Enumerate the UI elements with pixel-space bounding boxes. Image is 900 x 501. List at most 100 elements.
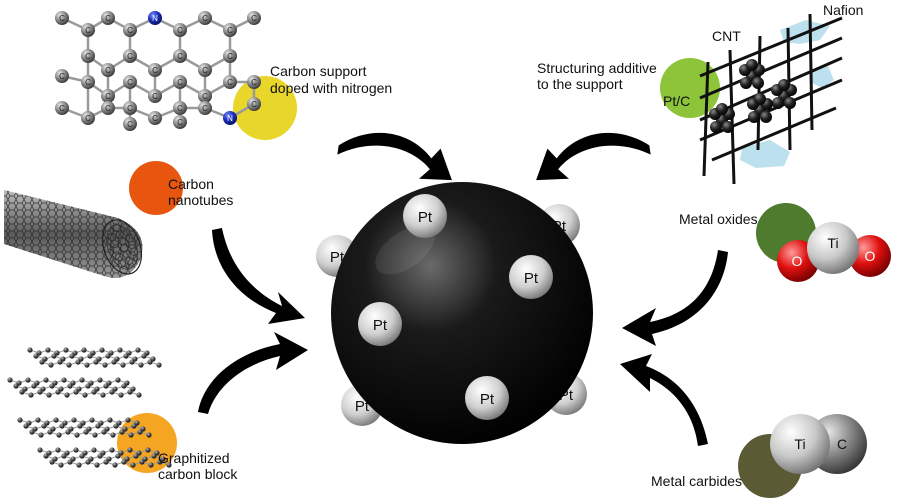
graphite-atom (56, 432, 62, 438)
graphite-atom (111, 359, 117, 365)
graphite-atom (129, 359, 135, 365)
graphite-atom (115, 453, 121, 459)
graphitized-carbon: Graphitized carbon block (7, 347, 238, 482)
ptc-particle (748, 111, 760, 123)
structuring-additive: Structuring additive to the support CNT … (537, 2, 863, 185)
carbon-atom-label: C (85, 78, 91, 87)
ptc-tag-label: Pt/C (663, 93, 690, 109)
highlight-spot (233, 76, 297, 140)
arrow-top-right (530, 126, 653, 184)
carbon-atom-label: C (85, 114, 91, 123)
graphite-atom (102, 362, 108, 368)
graphite-atom (23, 423, 29, 429)
graphite-atom (35, 417, 41, 423)
graphite-atom (87, 353, 93, 359)
graphite-atom (71, 417, 77, 423)
carbon-atom-label: C (227, 26, 233, 35)
graphite-atom (28, 392, 34, 398)
graphite-atom (156, 362, 162, 368)
graphite-atom (100, 392, 106, 398)
graphite-atom (118, 392, 124, 398)
cnt-label-line2: nanotubes (168, 192, 233, 208)
graphite-atom (148, 462, 154, 468)
graphite-atom (76, 462, 82, 468)
carbon-atom-label: C (105, 92, 111, 101)
graphite-atom (67, 459, 73, 465)
graphite-atom (113, 423, 119, 429)
carbon-atom-label: C (202, 66, 208, 75)
ptc-particle (772, 97, 784, 109)
carbon-atom (223, 49, 237, 63)
graphite-atom (151, 453, 157, 459)
graphite-atom (109, 389, 115, 395)
graphite-atom (29, 429, 35, 435)
graphite-atom (27, 347, 33, 353)
ptc-particle (722, 121, 734, 133)
carbon-atom (173, 101, 187, 115)
graphite-atom (121, 383, 127, 389)
titanium-label: Ti (794, 436, 805, 452)
nafion-shape (740, 140, 790, 168)
carbon-atom (247, 75, 261, 89)
carbon-atom-label: C (251, 14, 257, 23)
graphite-atom (91, 389, 97, 395)
graphite-atom (43, 377, 49, 383)
graphite-atom (49, 459, 55, 465)
metal-carbides: Ti C Metal carbides (651, 414, 867, 498)
carbon-atom (198, 89, 212, 103)
ptc-particle (752, 77, 764, 89)
carbon-atom (101, 89, 115, 103)
graphite-atom (81, 347, 87, 353)
ptc-particle (778, 79, 790, 91)
highlight-spot (129, 161, 183, 215)
arrow-top-left (335, 126, 458, 184)
graphite-atom (109, 447, 115, 453)
carbon-atom-label: C (227, 52, 233, 61)
carbon-atom-label: C (105, 104, 111, 113)
graphite-atom (128, 432, 134, 438)
graphite-atom (61, 453, 67, 459)
carbon-atom-label: C (59, 104, 65, 113)
graphite-atom (51, 353, 57, 359)
graphite-atom (130, 462, 136, 468)
cnt-label-line1: Carbon (168, 176, 214, 192)
graphite-atom (33, 353, 39, 359)
carbon-atom-label: C (177, 118, 183, 127)
graphite-atom (43, 453, 49, 459)
carbon-atom (123, 101, 137, 115)
carbon-atom (55, 101, 69, 115)
nafion-tag-label: Nafion (823, 2, 863, 18)
pt-nanoparticle: Pt (358, 302, 402, 346)
graphite-atom (49, 383, 55, 389)
graphite-atom (99, 347, 105, 353)
graphite-atom (83, 429, 89, 435)
graphite-atom (119, 429, 125, 435)
graphite-atom (66, 362, 72, 368)
carbon-atom-label: C (227, 78, 233, 87)
carbon-atom (81, 111, 95, 125)
graphite-atom (136, 392, 142, 398)
oxygen-label: O (792, 253, 803, 269)
svg-text:Pt: Pt (418, 209, 433, 226)
graphite-atom (55, 389, 61, 395)
graphite-atom (41, 423, 47, 429)
ptc-particle (716, 103, 728, 115)
graphite-atom (17, 417, 23, 423)
carbon-atom-label: C (59, 14, 65, 23)
pt-nanoparticle: Pt (465, 376, 509, 420)
graphite-atom (121, 459, 127, 465)
nitrogen-atom (148, 11, 162, 25)
carbon-atom (223, 75, 237, 89)
carbon-nanotube: Carbon nanotubes (4, 161, 233, 278)
graphite-atom (97, 377, 103, 383)
carbon-atom (198, 63, 212, 77)
oxygen-atom (849, 235, 891, 277)
graphite-atom (73, 447, 79, 453)
graphite-atom (131, 423, 137, 429)
graphite-atom (95, 423, 101, 429)
graphite-atom (123, 353, 129, 359)
carbon-atom (198, 11, 212, 25)
graphite-atom (146, 432, 152, 438)
carbon-atom-label: C (105, 66, 111, 75)
graphite-atom (64, 392, 70, 398)
